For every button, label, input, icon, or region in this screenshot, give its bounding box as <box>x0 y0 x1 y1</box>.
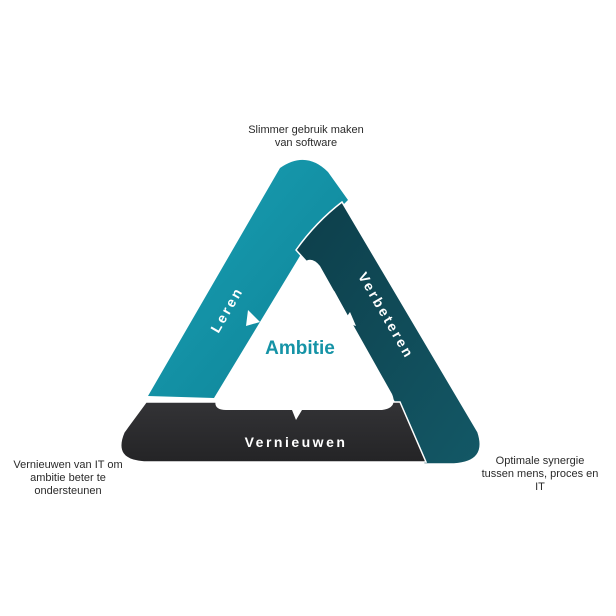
caption-right-line: tussen mens, proces en <box>481 468 599 480</box>
caption-right-line: IT <box>535 481 545 493</box>
caption-right: Optimale synergie tussen mens, proces en… <box>478 455 602 494</box>
caption-left-line: ondersteunen <box>34 485 102 497</box>
segment-leren <box>148 159 348 398</box>
caption-top: Slimmer gebruik maken van software <box>216 124 396 150</box>
segment-vernieuwen <box>120 401 428 463</box>
caption-left-line: Vernieuwen van IT om <box>13 459 123 471</box>
caption-top-line: Slimmer gebruik maken <box>248 124 364 136</box>
notch-bottom <box>292 410 302 420</box>
notch-right <box>343 312 356 326</box>
notch-left <box>246 310 260 326</box>
segment-label-vernieuwen: Vernieuwen <box>245 434 348 450</box>
caption-top-line: van software <box>274 137 338 149</box>
caption-left-line: ambitie beter te <box>30 472 106 484</box>
center-triangle <box>215 259 394 410</box>
caption-left: Vernieuwen van IT om ambitie beter te on… <box>4 459 132 498</box>
center-label: Ambitie <box>265 338 335 359</box>
caption-right-line: Optimale synergie <box>495 455 585 467</box>
